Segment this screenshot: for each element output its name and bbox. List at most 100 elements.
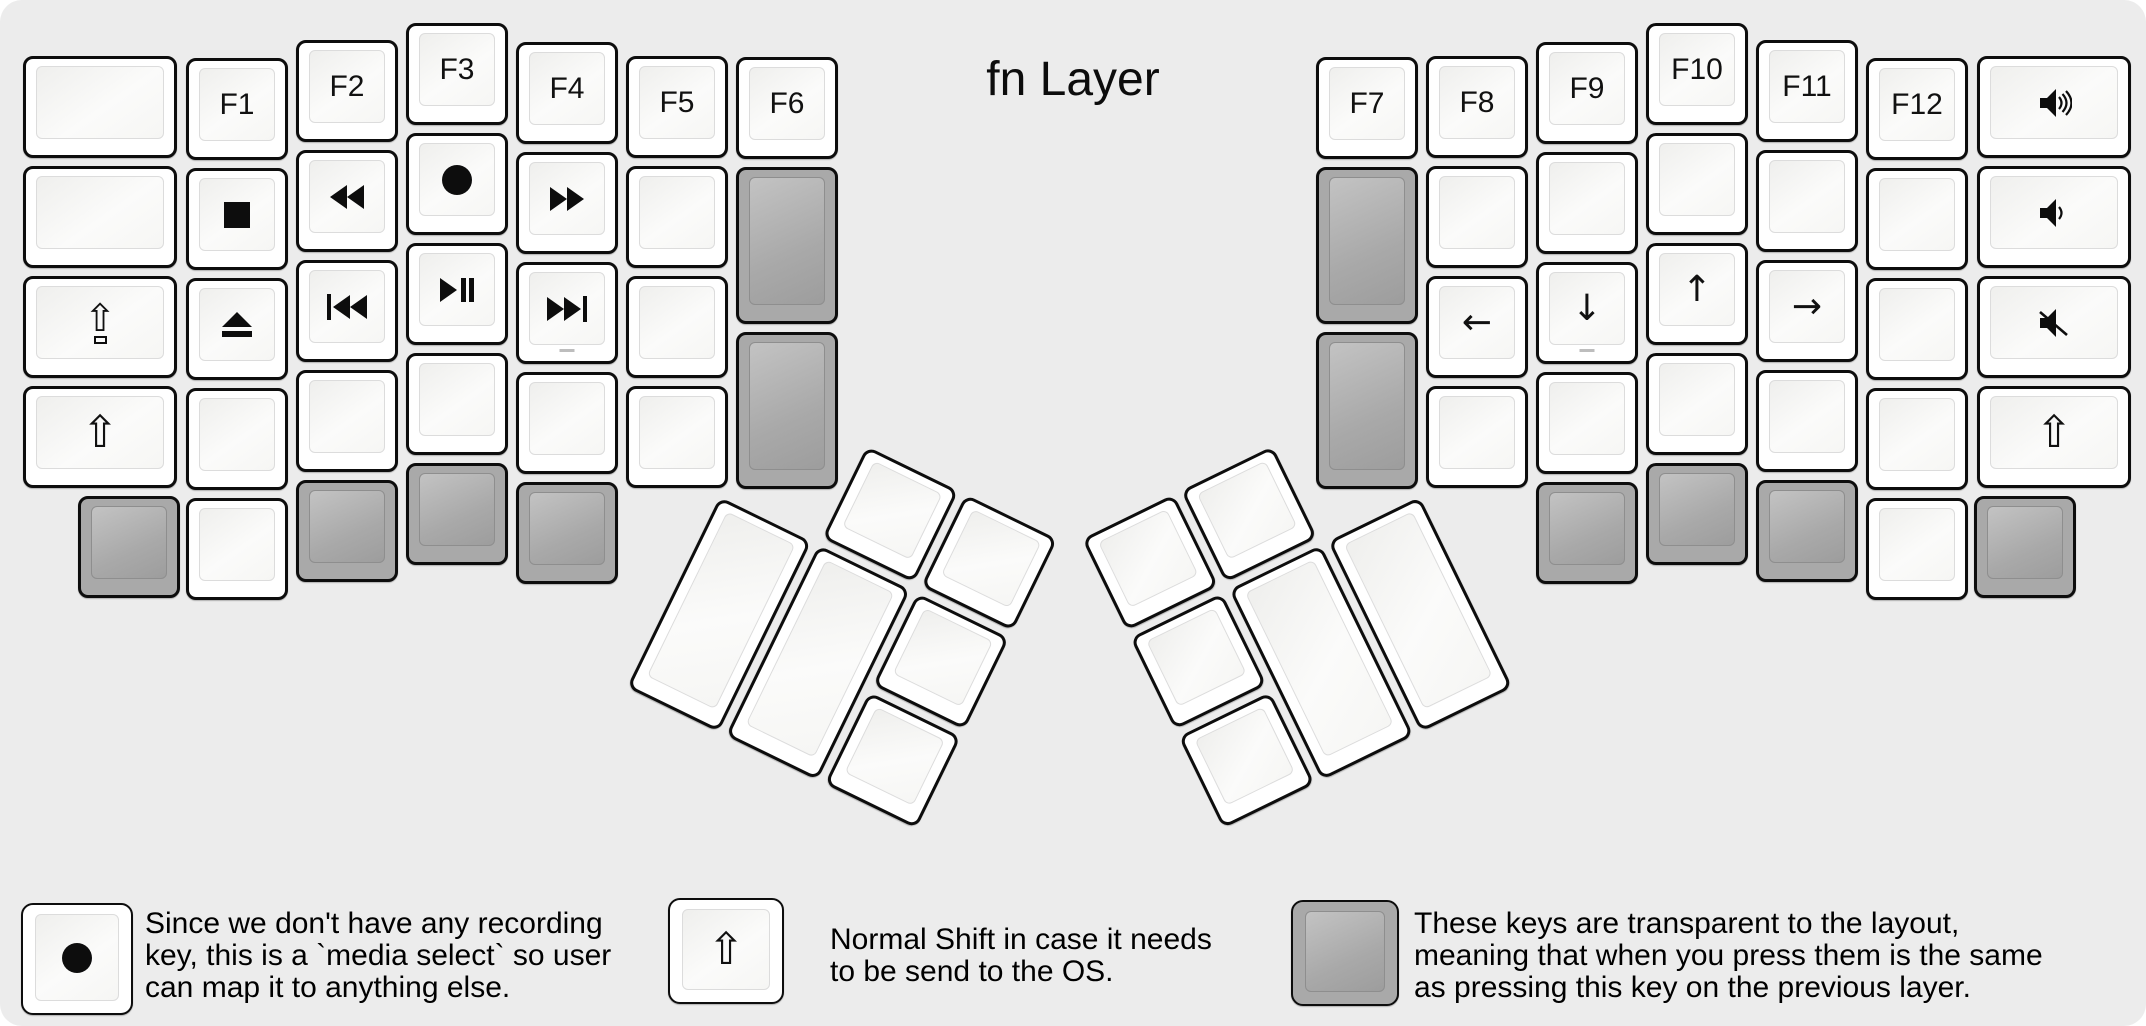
record-icon: [442, 164, 472, 195]
volume-up-icon: [2040, 88, 2072, 117]
arrow-left-icon: ←: [1461, 301, 1493, 343]
legend-line: key, this is a `media select` so user: [145, 939, 612, 972]
key-f11: F11: [1756, 40, 1858, 142]
key-blank-r1r2: [1866, 278, 1968, 380]
key-arrow-up: ↑: [1646, 243, 1748, 345]
key-fast-forward: [516, 152, 618, 254]
prev-track-icon: [327, 293, 367, 320]
legend-text-shift: Normal Shift in case it needs to be send…: [830, 924, 1212, 988]
legend-text-record: Since we don't have any recording key, t…: [145, 908, 611, 1004]
legend-line: meaning that when you press them is the …: [1414, 939, 2043, 972]
key-f9: F9: [1536, 42, 1638, 144]
key-f7: F7: [1316, 57, 1418, 159]
key-blank-l0r0: [23, 56, 177, 158]
key-transparent-l6-tall2: [736, 332, 838, 489]
shift-icon: ⇧: [2035, 406, 2073, 458]
key-shift-right: ⇧: [1977, 386, 2131, 488]
key-label: F12: [1891, 87, 1943, 121]
shift-icon: ⇧: [81, 406, 119, 458]
key-transparent-l6-tall1: [736, 167, 838, 324]
key-transparent-l-bottom5: [516, 482, 618, 584]
key-transparent-l-bottom4: [406, 463, 508, 565]
arrow-down-icon: ↓: [1571, 287, 1603, 329]
caps-lock-icon: ⇧: [84, 299, 116, 345]
key-blank-r4r1: [1536, 152, 1638, 254]
key-blank-r1r1: [1866, 168, 1968, 270]
legend-line: Normal Shift in case it needs: [830, 923, 1212, 956]
legend-key-record: [21, 903, 133, 1015]
key-label: F5: [659, 85, 695, 119]
key-f6: F6: [736, 57, 838, 159]
key-f5: F5: [626, 56, 728, 158]
key-f1: F1: [186, 58, 288, 160]
key-blank-r2r1: [1756, 150, 1858, 252]
key-f12: F12: [1866, 58, 1968, 160]
layer-title: fn Layer: [986, 53, 1160, 106]
key-blank-l5r3: [626, 386, 728, 488]
key-blank-r5r1: [1426, 166, 1528, 268]
key-volume-down: [1977, 166, 2131, 268]
key-blank-l1r3: [186, 388, 288, 490]
key-stop: [186, 168, 288, 270]
key-f8: F8: [1426, 56, 1528, 158]
key-blank-l2r3: [296, 370, 398, 472]
key-blank-l0r1: [23, 166, 177, 268]
key-f4: F4: [516, 42, 618, 144]
key-label: F7: [1349, 86, 1385, 120]
shift-icon: ⇧: [707, 923, 745, 975]
legend-key-shift: ⇧: [668, 898, 784, 1004]
key-blank-r-bottom4: [1866, 498, 1968, 600]
key-label: F9: [1569, 71, 1605, 105]
key-f2: F2: [296, 40, 398, 142]
legend-line: as pressing this key on the previous lay…: [1414, 971, 1971, 1004]
eject-icon: [222, 312, 252, 337]
key-transparent-l-bottom3: [296, 480, 398, 582]
key-mute: [1977, 276, 2131, 378]
volume-down-icon: [2040, 198, 2063, 227]
play-pause-icon: [440, 277, 474, 302]
key-volume-up: [1977, 56, 2131, 158]
key-blank-l5r1: [626, 166, 728, 268]
key-blank-r1r3: [1866, 388, 1968, 490]
key-transparent-r6-tall2: [1316, 332, 1418, 489]
key-next-track: [516, 262, 618, 364]
key-blank-r2r3: [1756, 370, 1858, 472]
key-caps-lock: ⇧: [23, 276, 177, 378]
key-record: [406, 133, 508, 235]
key-label: F6: [769, 86, 805, 120]
homing-dash: [559, 349, 575, 352]
key-blank-r4r3: [1536, 372, 1638, 474]
key-play-pause: [406, 243, 508, 345]
homing-dash: [1579, 349, 1595, 352]
key-blank-r3r1: [1646, 133, 1748, 235]
key-transparent-r6-tall1: [1316, 167, 1418, 324]
fast-forward-icon: [550, 186, 584, 211]
key-label: F3: [439, 52, 475, 86]
arrow-right-icon: →: [1791, 285, 1823, 327]
arrow-up-icon: ↑: [1681, 268, 1713, 310]
key-blank-l3r3: [406, 353, 508, 455]
mute-icon: [2039, 308, 2068, 337]
key-transparent-r-bottom5: [1974, 496, 2076, 598]
legend-line: can map it to anything else.: [145, 971, 511, 1004]
key-transparent-r-bottom2: [1646, 463, 1748, 565]
key-transparent-r-bottom3: [1756, 480, 1858, 582]
legend-line: to be send to the OS.: [830, 955, 1114, 988]
key-arrow-down: ↓: [1536, 262, 1638, 364]
key-label: F10: [1671, 52, 1723, 86]
key-blank-l5r2: [626, 276, 728, 378]
stop-icon: [224, 201, 250, 228]
key-blank-r5r3: [1426, 386, 1528, 488]
key-label: F1: [219, 87, 255, 121]
key-transparent-l-bottom1: [78, 496, 180, 598]
next-track-icon: [547, 295, 587, 322]
key-label: F11: [1782, 69, 1832, 103]
key-arrow-right: →: [1756, 260, 1858, 362]
key-shift-left: ⇧: [23, 386, 177, 488]
legend-text-transparent: These keys are transparent to the layout…: [1414, 908, 2043, 1004]
key-blank-l-bottom2: [186, 498, 288, 600]
key-label: F2: [329, 69, 365, 103]
legend-key-transparent: [1291, 900, 1399, 1006]
key-eject: [186, 278, 288, 380]
